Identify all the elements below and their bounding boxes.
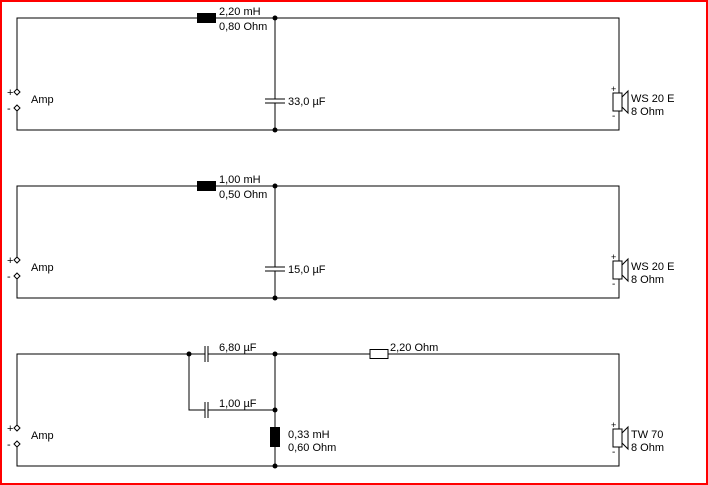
plus-terminal [13,88,21,96]
minus-sign: - [7,439,11,451]
minus-terminal [13,272,21,280]
resistor-symbol [369,349,389,359]
inductor-resistance: 0,60 Ohm [288,442,336,454]
resistor-value: 2,20 Ohm [390,342,438,354]
capacitor-value: 6,80 µF [219,342,257,354]
capacitor-symbol [204,346,209,362]
plus-terminal [13,256,21,264]
inductor-symbol [197,181,216,191]
capacitor-value: 1,00 µF [219,398,257,410]
source-label: Amp [31,94,54,106]
plus-sign: + [7,423,13,435]
plus-sign: + [7,255,13,267]
speaker-name: WS 20 E [631,261,674,273]
circuit-3: + - Amp 6,80 µF 1,00 µF 2,20 Ohm 0,33 mH… [7,342,664,469]
junction-dot [272,407,278,413]
speaker-impedance: 8 Ohm [631,274,664,286]
inductor-value: 2,20 mH [219,6,261,18]
junction-dot [272,463,278,469]
speaker-name: TW 70 [631,429,663,441]
junction-dot [272,183,278,189]
inductor-resistance: 0,80 Ohm [219,21,267,33]
minus-terminal [13,440,21,448]
source-label: Amp [31,430,54,442]
capacitor-symbol [265,266,285,272]
junction-dot [272,351,278,357]
circuit-1: + - Amp 2,20 mH 0,80 Ohm 33,0 µF WS 20 E… [7,6,674,133]
minus-terminal [13,104,21,112]
inductor-value: 1,00 mH [219,174,261,186]
junction-dot [186,351,192,357]
speaker-impedance: 8 Ohm [631,442,664,454]
inductor-value: 0,33 mH [288,429,330,441]
capacitor-value: 33,0 µF [288,96,326,108]
speaker-name: WS 20 E [631,93,674,105]
inductor-symbol [270,427,280,447]
speaker-impedance: 8 Ohm [631,106,664,118]
junction-dot [272,295,278,301]
plus-sign: + [7,87,13,99]
junction-dot [272,127,278,133]
minus-sign: - [7,103,11,115]
inductor-resistance: 0,50 Ohm [219,189,267,201]
source-label: Amp [31,262,54,274]
capacitor-symbol [265,98,285,104]
junction-dot [272,15,278,21]
minus-sign: - [7,271,11,283]
capacitor-symbol [204,402,209,418]
inductor-symbol [197,13,216,23]
plus-terminal [13,424,21,432]
capacitor-value: 15,0 µF [288,264,326,276]
circuit-2: + - Amp 1,00 mH 0,50 Ohm 15,0 µF WS 20 E… [7,174,674,301]
